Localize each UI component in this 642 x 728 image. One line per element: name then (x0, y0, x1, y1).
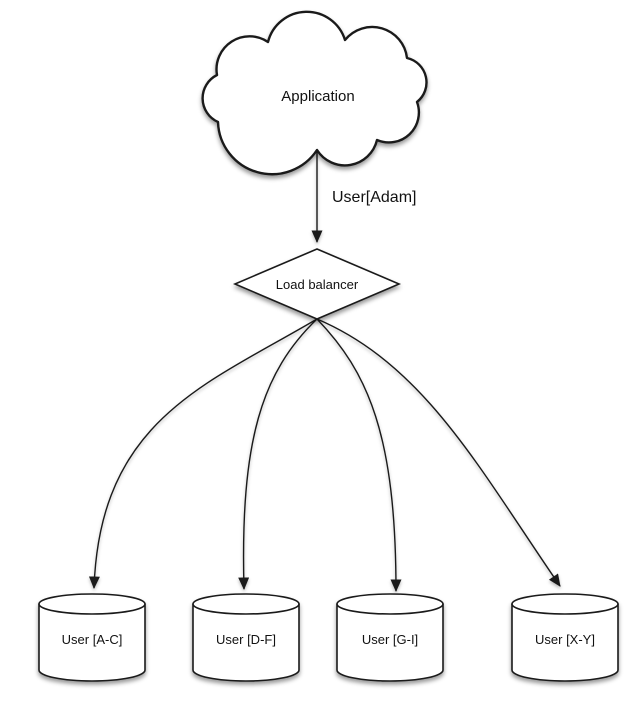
cylinder-top-icon (511, 593, 619, 615)
node-application: Application (201, 10, 428, 176)
cloud-icon (201, 10, 428, 176)
cylinder-top-icon (336, 593, 444, 615)
cylinder-top-icon (192, 593, 300, 615)
db-df-label: User [D-F] (216, 632, 276, 647)
node-db-gi: User [G-I] (336, 593, 444, 682)
load-balancer-label: Load balancer (276, 277, 359, 292)
cylinder-icon (38, 604, 146, 682)
node-db-df: User [D-F] (192, 593, 300, 682)
node-db-ac: User [A-C] (38, 593, 146, 682)
cylinder-icon (336, 604, 444, 682)
edge-group (88, 152, 561, 592)
application-label: Application (281, 88, 354, 105)
db-gi-label: User [G-I] (362, 632, 418, 647)
cylinder-icon (511, 604, 619, 682)
edge-label-user-adam: User[Adam] (332, 189, 416, 206)
edge-load-balancer-to-db-gi (316, 318, 402, 592)
node-load-balancer: Load balancer (232, 248, 402, 320)
cylinder-icon (192, 604, 300, 682)
node-db-xy: User [X-Y] (511, 593, 619, 682)
db-xy-label: User [X-Y] (535, 632, 595, 647)
cylinder-top-icon (38, 593, 146, 615)
db-ac-label: User [A-C] (62, 632, 123, 647)
edge-load-balancer-to-db-df (238, 318, 318, 590)
edge-load-balancer-to-db-ac (88, 318, 318, 589)
edge-load-balancer-to-db-xy (316, 318, 561, 587)
diamond-icon (232, 248, 402, 320)
